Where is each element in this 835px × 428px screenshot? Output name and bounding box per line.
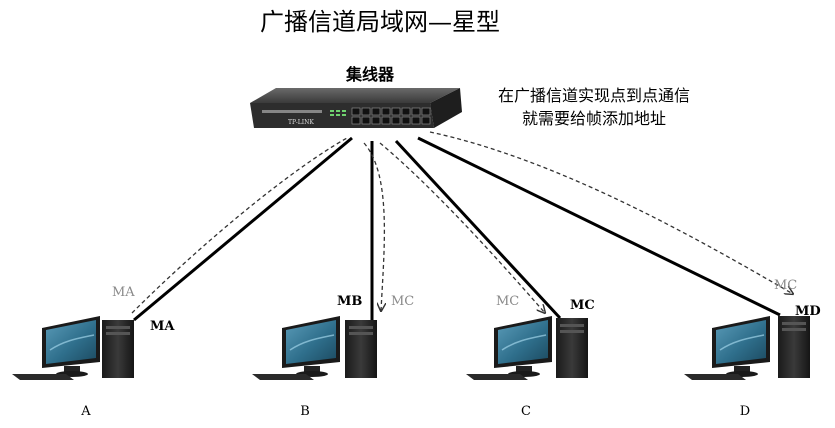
host-name-d: D <box>740 404 750 419</box>
hub-ports <box>351 107 431 125</box>
cables <box>133 136 781 322</box>
cable-c <box>394 139 562 320</box>
hub-label: 集线器 <box>345 65 395 84</box>
frame-label-from-a: MA <box>112 285 135 300</box>
address-label-b: MB <box>337 294 362 309</box>
computer-d <box>684 316 810 380</box>
cable-a <box>133 136 353 322</box>
frame-path-a-up <box>131 137 348 314</box>
hub-device: TP-LINK <box>250 88 462 128</box>
address-label-a: MA <box>150 319 175 334</box>
frame-path-to-d <box>429 131 793 294</box>
address-label-c: MC <box>570 298 595 313</box>
frame-label-to-d: MC <box>774 278 797 293</box>
host-name-c: C <box>521 404 531 419</box>
hub-leds <box>330 110 346 116</box>
host-name-b: B <box>300 404 310 419</box>
frame-path-to-b <box>363 142 384 311</box>
address-label-d: MD <box>795 304 821 319</box>
hub-brand: TP-LINK <box>288 119 314 126</box>
note-line-2: 就需要给帧添加地址 <box>522 109 666 128</box>
host-name-a: A <box>80 404 91 419</box>
frame-label-to-b: MC <box>391 294 414 309</box>
diagram-title: 广播信道局域网—星型 <box>260 8 500 36</box>
frame-paths <box>131 131 793 314</box>
computer-a <box>12 316 134 380</box>
note-line-1: 在广播信道实现点到点通信 <box>498 86 690 105</box>
frame-path-to-c <box>379 142 545 313</box>
frame-label-to-c: MC <box>496 294 519 309</box>
computer-b <box>252 316 377 380</box>
cable-d <box>417 136 781 317</box>
computer-c <box>466 316 588 380</box>
